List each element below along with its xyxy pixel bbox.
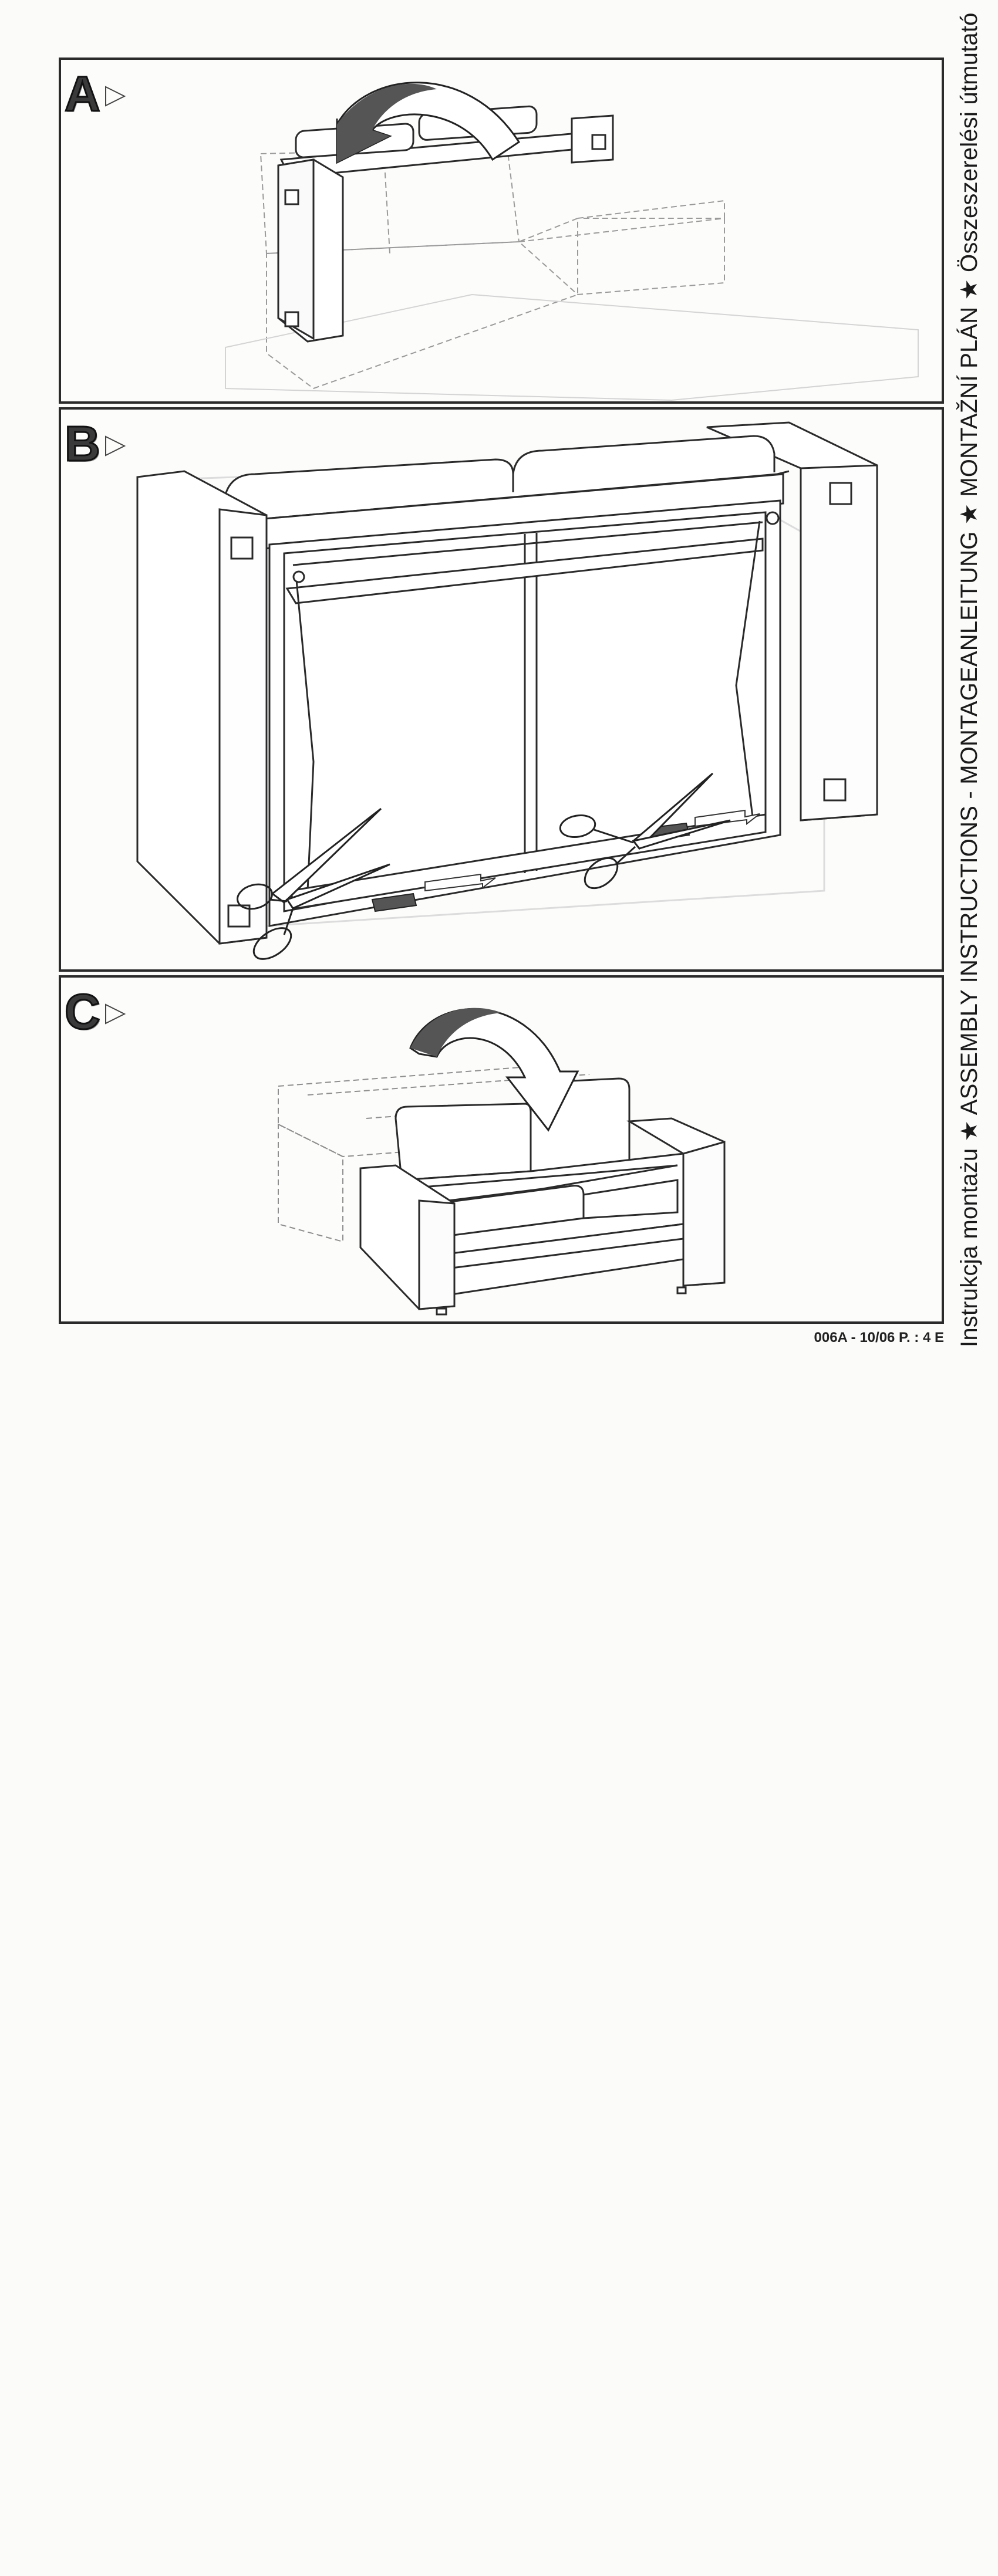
step-c-illustration xyxy=(278,1008,726,1316)
side-title: Instrukcja montażu ★ ASSEMBLY INSTRUCTIO… xyxy=(956,12,982,1347)
step-a-illustration xyxy=(225,82,919,401)
triangle-right-icon xyxy=(105,1003,126,1025)
strap-left xyxy=(371,873,496,912)
step-b-label: B xyxy=(64,416,102,471)
triangle-right-icon xyxy=(105,86,126,107)
step-b-illustration xyxy=(136,421,878,960)
scissors-icon xyxy=(559,772,731,890)
bleed-through-text xyxy=(58,1320,93,2576)
step-c-panel: C xyxy=(59,975,944,1324)
step-a-panel: A xyxy=(59,58,944,404)
step-c-label: C xyxy=(64,984,102,1039)
step-a-label: A xyxy=(64,66,102,121)
footer-code: 006A - 10/06 P. : 4 E xyxy=(814,1330,944,1346)
triangle-right-icon xyxy=(105,435,126,457)
step-b-panel: B xyxy=(59,407,944,972)
curved-arrow-icon xyxy=(336,82,521,164)
scissors-icon xyxy=(237,807,390,960)
curved-arrow-icon xyxy=(409,1008,579,1132)
